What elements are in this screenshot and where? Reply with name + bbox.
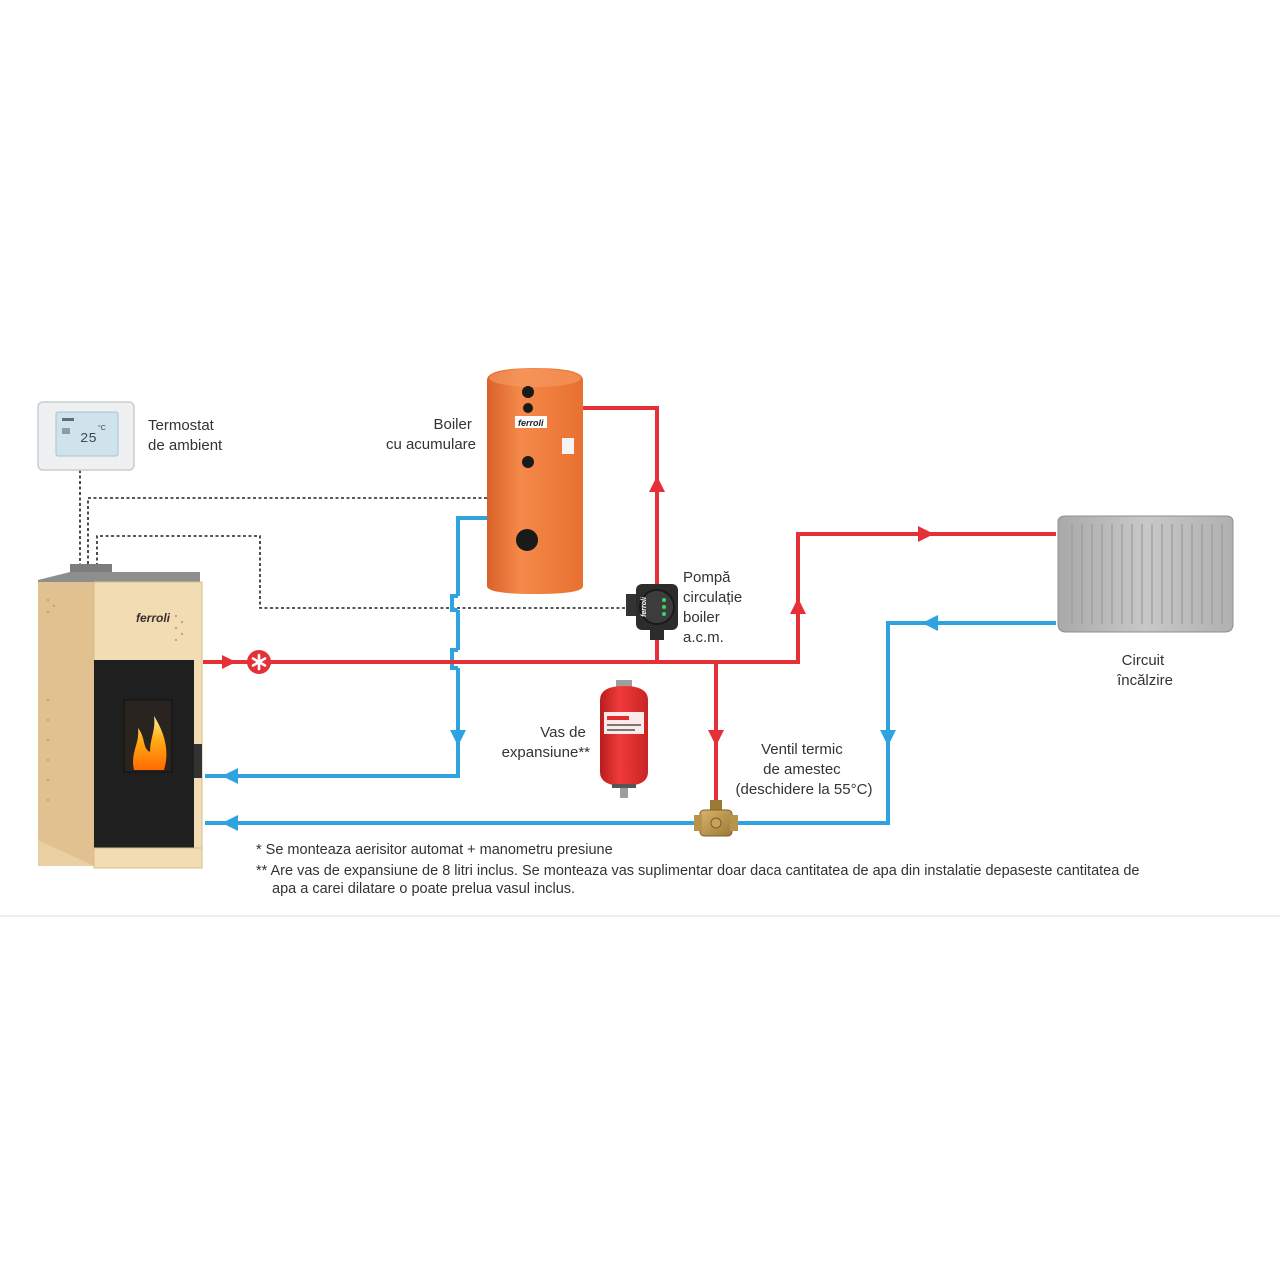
boiler-port — [522, 386, 534, 398]
air-vent-marker — [247, 650, 271, 674]
thermostat-label: Termostat de ambient — [148, 417, 223, 454]
footnote-air-vent: * Se monteaza aerisitor automat + manome… — [256, 842, 613, 858]
arrow-right-icon — [222, 655, 236, 669]
arrow-up-icon — [790, 598, 806, 614]
footnote-expansion: ** Are vas de expansiune de 8 litri incl… — [256, 863, 1139, 879]
cold-water-pipes — [205, 516, 1056, 825]
boiler-port — [522, 456, 534, 468]
boiler-tank — [487, 368, 583, 594]
control-wiring — [79, 470, 625, 609]
expansion-vessel-label: Vas de expansiune** — [502, 724, 591, 761]
mixing-valve-label: Ventil termic de amestec (deschidere la … — [736, 741, 873, 798]
circulation-pump: ferroli — [626, 584, 678, 640]
arrow-down-icon — [450, 730, 466, 746]
pump-brand-logo: ferroli — [641, 596, 648, 617]
arrow-up-icon — [649, 476, 665, 492]
expansion-vessel — [600, 680, 648, 798]
radiator — [1057, 515, 1234, 633]
boiler-charge-pipe — [583, 406, 659, 662]
heating-circuit-label: Circuit încălzire — [1116, 652, 1173, 689]
storage-boiler: ferroli — [487, 368, 583, 594]
circuit-return-pipe — [205, 621, 1056, 825]
boiler-nameplate — [562, 438, 574, 454]
flow-arrows — [222, 476, 938, 831]
pellet-stove: ferroli — [38, 564, 203, 869]
boiler-return-pipe — [205, 516, 487, 778]
boiler-port — [523, 403, 533, 413]
arrow-down-icon — [708, 730, 724, 746]
boiler-brand-logo: ferroli — [518, 418, 544, 428]
pipe-crossovers — [450, 594, 458, 670]
pump-label: Pompă circulație boiler a.c.m. — [683, 569, 746, 646]
footnote-expansion-cont: apa a carei dilatare o poate prelua vasu… — [272, 881, 575, 897]
stove-door-handle — [194, 744, 202, 778]
boiler-label: Boiler cu acumulare — [386, 416, 476, 453]
mixing-valve — [694, 800, 738, 837]
arrow-right-icon — [918, 526, 934, 542]
boiler-inspection-flange — [516, 529, 538, 551]
stove-brand-logo: ferroli — [136, 611, 171, 625]
room-thermostat: 25 °C — [37, 401, 135, 471]
arrow-down-icon — [880, 730, 896, 746]
arrow-left-icon — [222, 768, 238, 784]
pump-control-wire — [96, 535, 625, 609]
arrow-left-icon — [222, 815, 238, 831]
flame-icon — [133, 716, 167, 770]
footnotes: * Se monteaza aerisitor automat + manome… — [256, 842, 1139, 897]
thermostat-temperature: 25 — [80, 431, 97, 447]
thermostat-unit: °C — [98, 424, 106, 432]
arrow-left-icon — [922, 615, 938, 631]
boiler-sensor-wire — [87, 497, 487, 566]
